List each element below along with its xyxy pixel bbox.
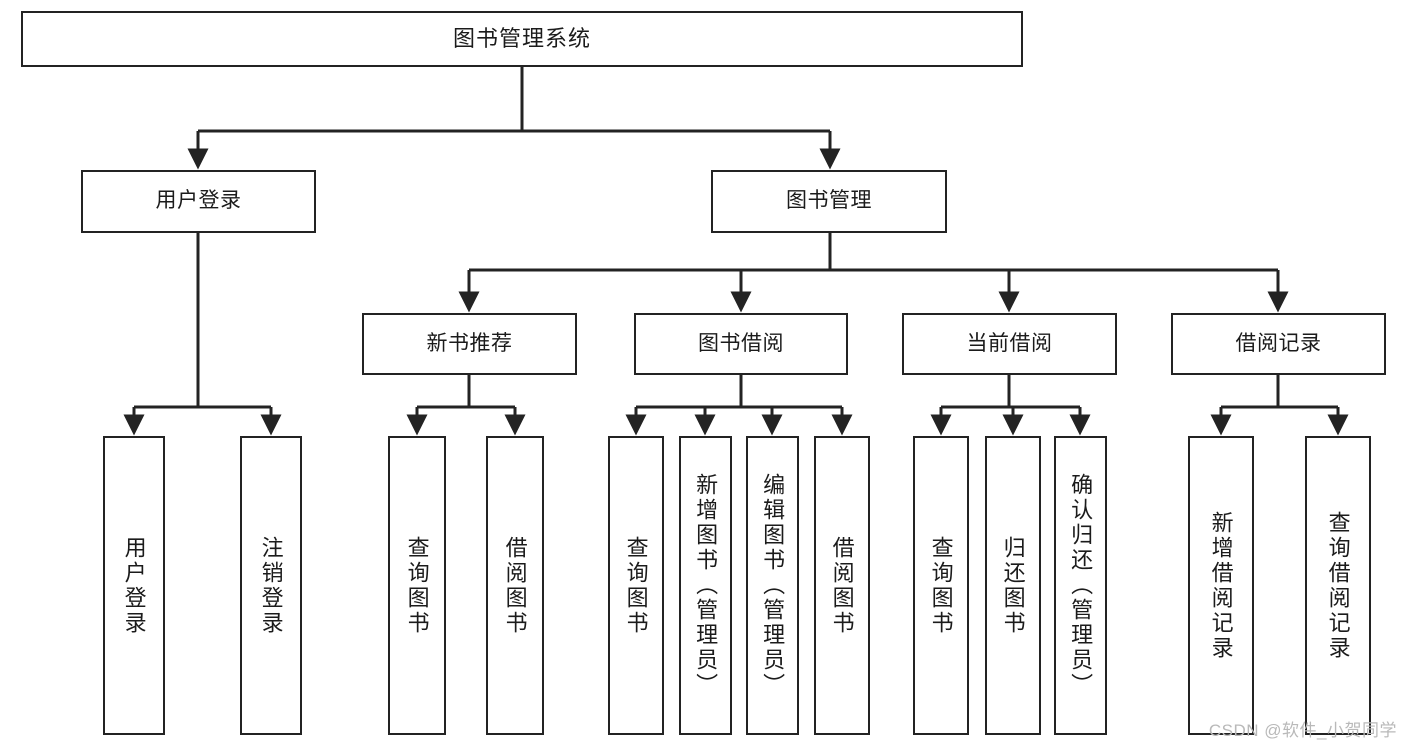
node-leaf-add-record[interactable]: 新增借阅记录	[1188, 436, 1254, 735]
node-leaf-query-book-1-label: 查询图书	[404, 535, 430, 636]
node-leaf-add-record-label: 新增借阅记录	[1208, 510, 1234, 661]
node-leaf-add-book-label: 新增图书（管理员）	[693, 473, 719, 698]
node-leaf-edit-book[interactable]: 编辑图书（管理员）	[746, 436, 799, 735]
node-leaf-user-logout[interactable]: 注销登录	[240, 436, 302, 735]
node-leaf-query-record[interactable]: 查询借阅记录	[1305, 436, 1371, 735]
node-leaf-edit-book-label: 编辑图书（管理员）	[760, 473, 786, 698]
node-leaf-query-book-2-label: 查询图书	[623, 535, 649, 636]
node-leaf-confirm-return[interactable]: 确认归还（管理员）	[1054, 436, 1107, 735]
node-user-login-label: 用户登录	[155, 189, 242, 213]
node-root-label: 图书管理系统	[452, 26, 591, 52]
node-borrow-record-label: 借阅记录	[1235, 331, 1322, 355]
node-leaf-user-logout-label: 注销登录	[258, 535, 284, 636]
node-book-borrow-label: 图书借阅	[698, 331, 784, 355]
node-leaf-query-record-label: 查询借阅记录	[1325, 510, 1351, 661]
node-leaf-query-book-2[interactable]: 查询图书	[608, 436, 664, 735]
node-leaf-return-book[interactable]: 归还图书	[985, 436, 1041, 735]
node-current-borrow[interactable]: 当前借阅	[902, 313, 1117, 375]
node-borrow-record[interactable]: 借阅记录	[1171, 313, 1386, 375]
node-book-borrow[interactable]: 图书借阅	[634, 313, 848, 375]
node-book-manage[interactable]: 图书管理	[711, 170, 947, 233]
node-leaf-user-login[interactable]: 用户登录	[103, 436, 165, 735]
watermark-text: CSDN @软件_小贺同学	[1208, 721, 1397, 740]
node-new-book-recommend-label: 新书推荐	[426, 331, 513, 355]
node-leaf-add-book[interactable]: 新增图书（管理员）	[679, 436, 732, 735]
node-book-manage-label: 图书管理	[786, 189, 872, 213]
node-user-login[interactable]: 用户登录	[81, 170, 316, 233]
node-root[interactable]: 图书管理系统	[21, 11, 1023, 67]
node-leaf-return-book-label: 归还图书	[1000, 535, 1026, 636]
node-leaf-query-book-3-label: 查询图书	[928, 535, 954, 636]
node-current-borrow-label: 当前借阅	[966, 331, 1053, 355]
node-leaf-borrow-book-2[interactable]: 借阅图书	[814, 436, 870, 735]
node-leaf-borrow-book-1[interactable]: 借阅图书	[486, 436, 544, 735]
node-leaf-confirm-return-label: 确认归还（管理员）	[1068, 473, 1094, 698]
node-leaf-query-book-3[interactable]: 查询图书	[913, 436, 969, 735]
node-new-book-recommend[interactable]: 新书推荐	[362, 313, 577, 375]
node-leaf-borrow-book-2-label: 借阅图书	[829, 535, 855, 636]
node-leaf-borrow-book-1-label: 借阅图书	[502, 535, 528, 636]
node-leaf-query-book-1[interactable]: 查询图书	[388, 436, 446, 735]
node-leaf-user-login-label: 用户登录	[121, 535, 147, 636]
